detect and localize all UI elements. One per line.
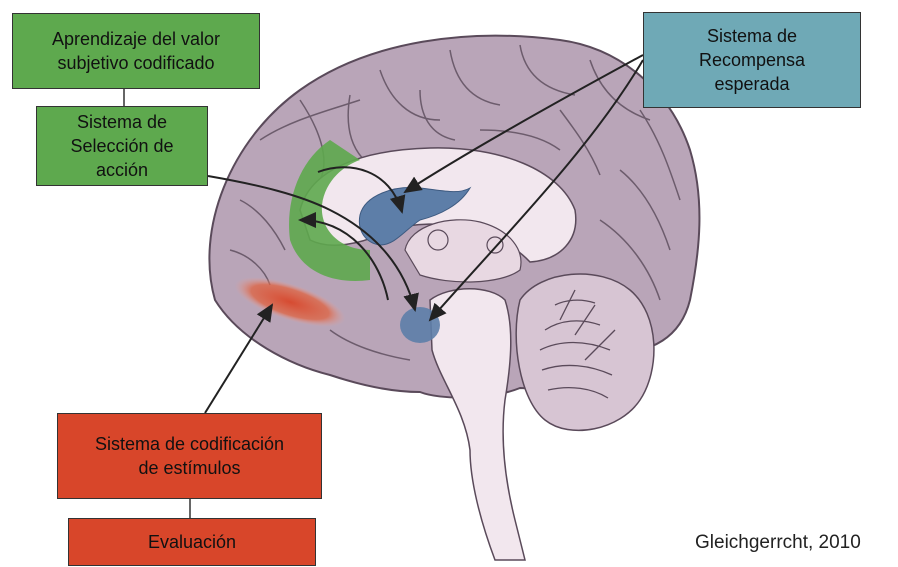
box-seleccion-accion: Sistema de Selección de acción [36, 106, 208, 186]
box-evaluacion: Evaluación [68, 518, 316, 566]
box-aprendizaje-valor: Aprendizaje del valor subjetivo codifica… [12, 13, 260, 89]
vta-highlight [400, 307, 440, 343]
box-codificacion-estimulos: Sistema de codificación de estímulos [57, 413, 322, 499]
box-recompensa-esperada: Sistema de Recompensa esperada [643, 12, 861, 108]
brainstem [430, 289, 525, 560]
cerebellum [516, 274, 654, 430]
citation: Gleichgerrcht, 2010 [695, 532, 861, 554]
